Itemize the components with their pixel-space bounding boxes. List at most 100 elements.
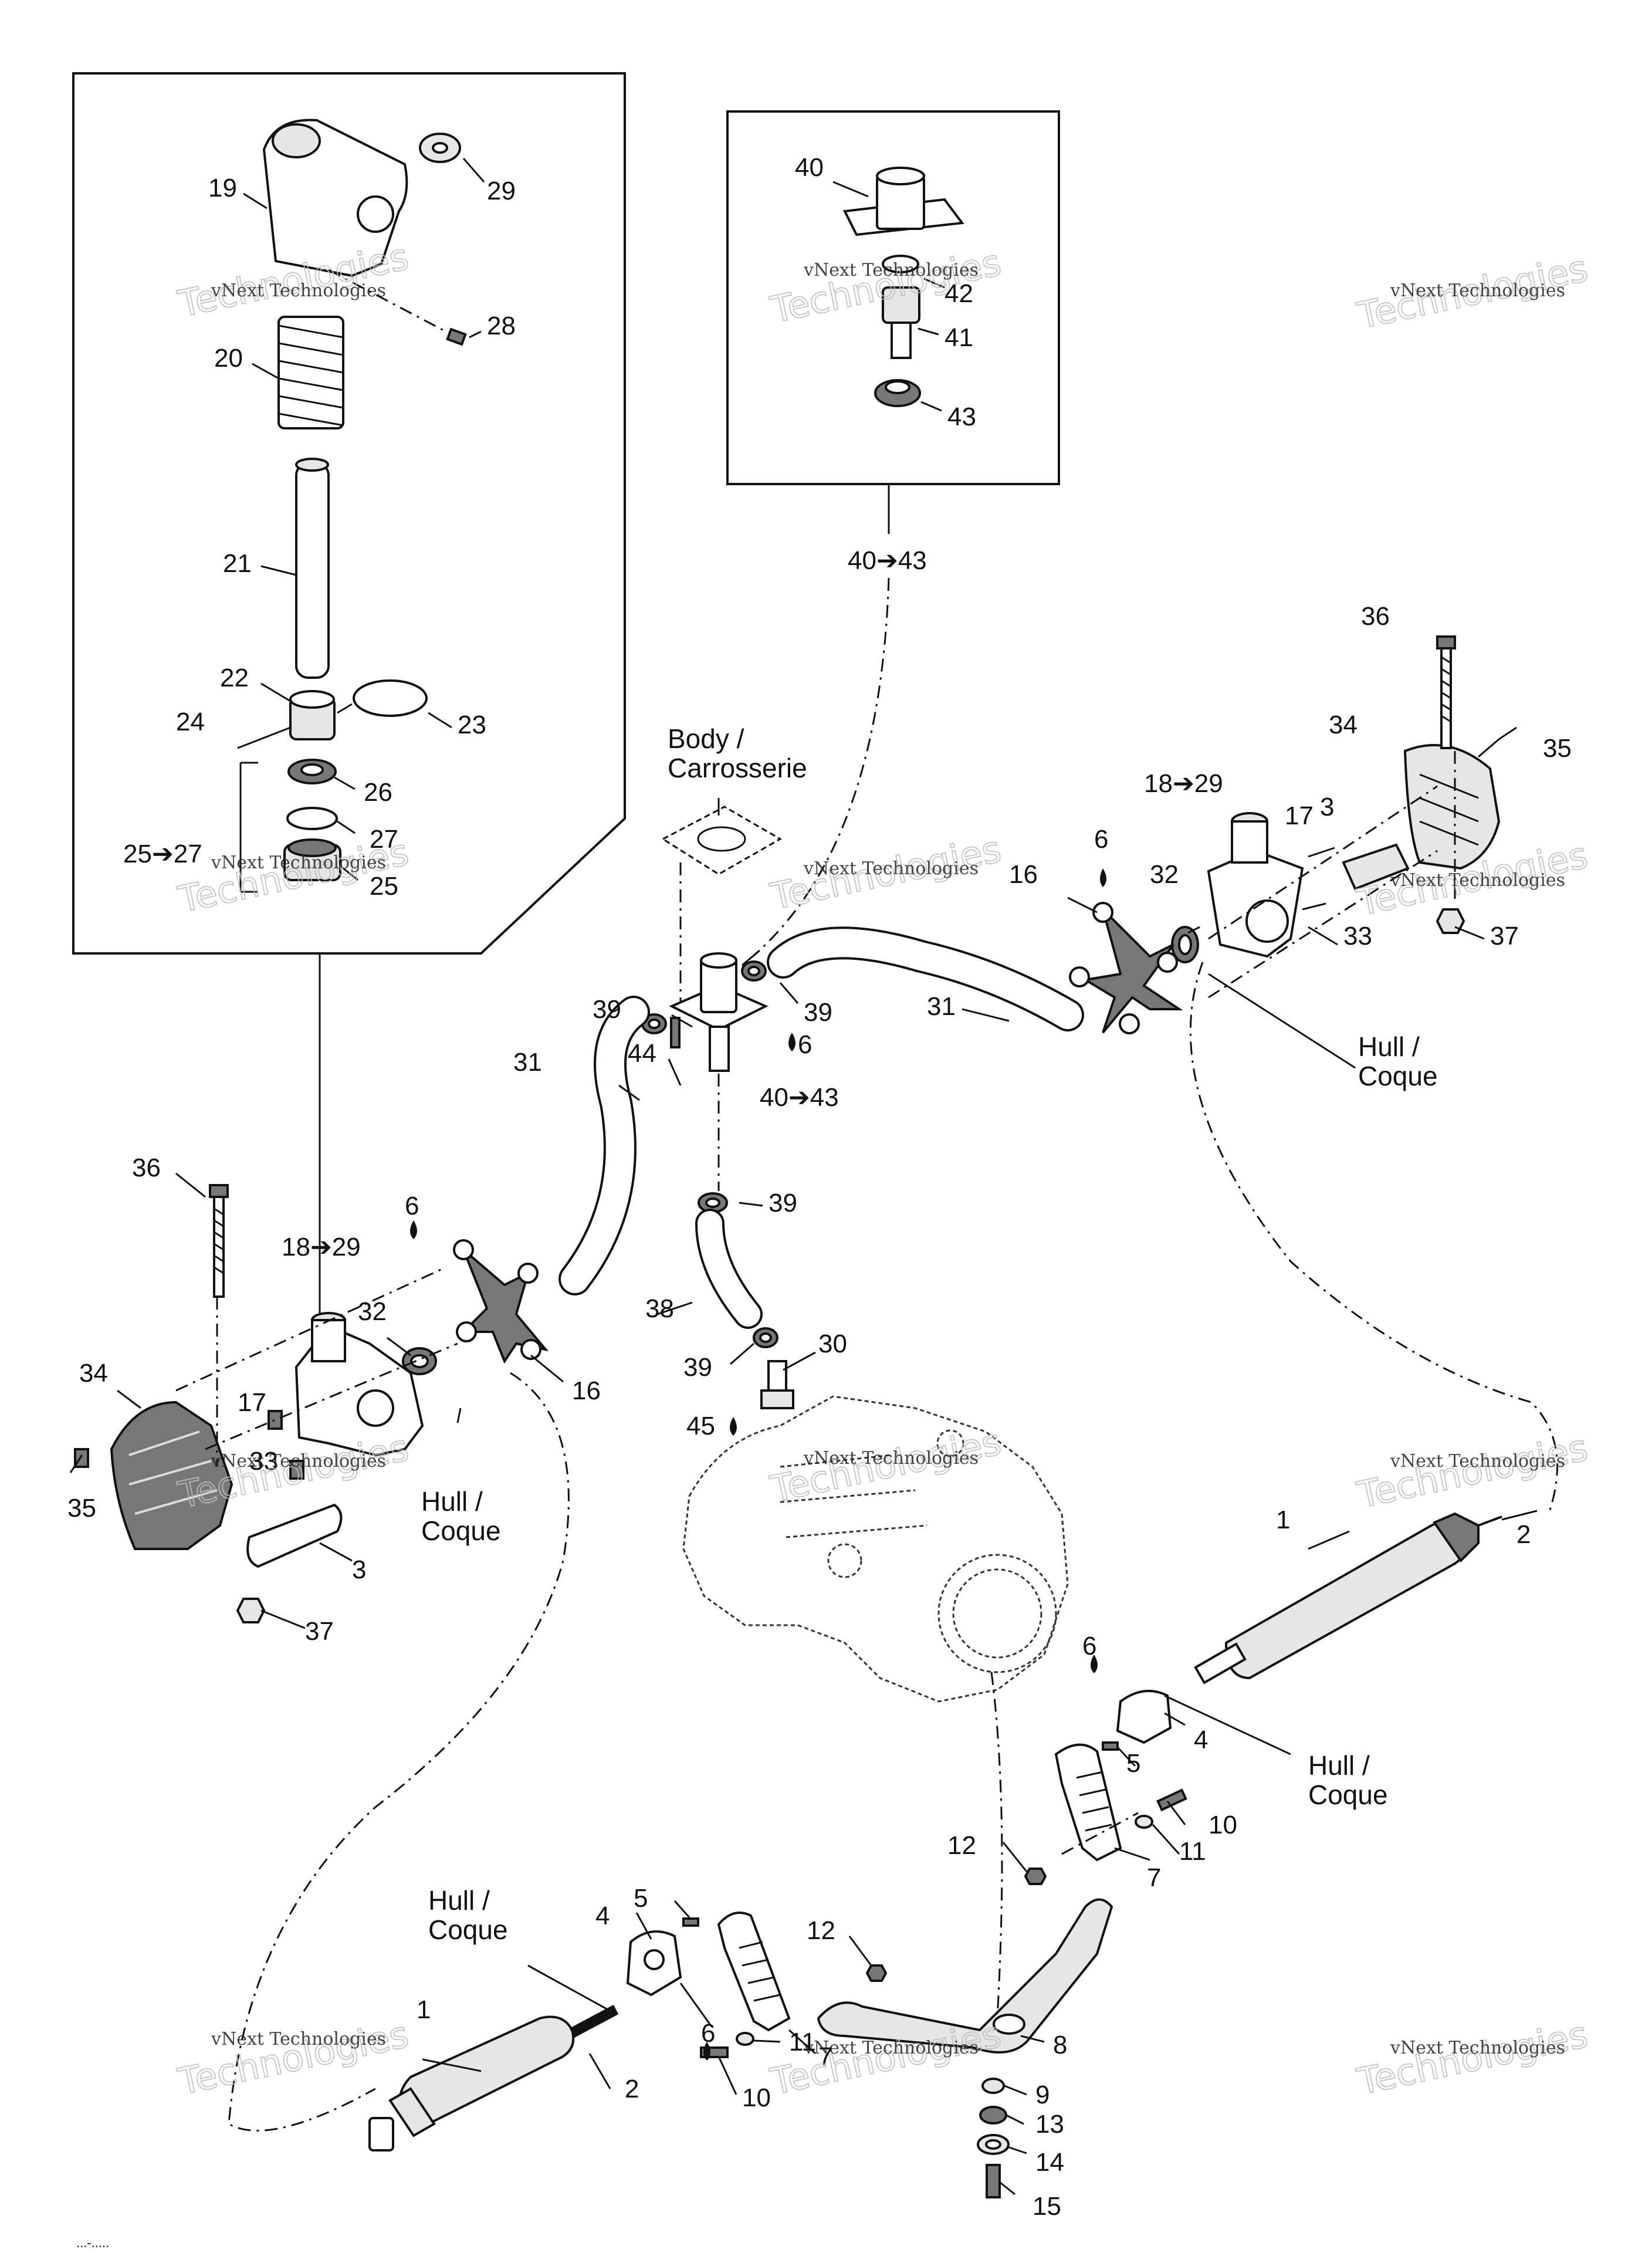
callout-25-27: 25➔27 (123, 840, 202, 868)
screw-28 (446, 327, 467, 346)
seal-32-right (1171, 926, 1199, 963)
note-hull-bottom-left-1: Hull / (428, 1885, 490, 1916)
bolt-36-right (1436, 635, 1456, 749)
cable-1-right (1194, 1512, 1502, 1684)
callout-28: 28 (487, 312, 516, 340)
screw-33-left (289, 1460, 304, 1480)
callout-32-right: 32 (1150, 860, 1179, 889)
o-ring-23 (353, 679, 428, 717)
nut-25 (283, 838, 341, 881)
screw-17-left (268, 1410, 283, 1430)
callout-34-left: 34 (79, 1359, 108, 1388)
callout-42: 42 (945, 279, 973, 308)
note-hull-mid-left-1: Hull / (421, 1486, 483, 1517)
callout-31-right: 31 (927, 992, 956, 1021)
lever-8-crossbar (817, 1898, 1113, 2054)
callout-16-left: 16 (572, 1376, 601, 1405)
callout-6-bottom: 6 (701, 2019, 715, 2048)
callout-16-right: 16 (1009, 860, 1038, 889)
drawing-number: ...-..... (76, 2235, 109, 2250)
pin-24 (237, 726, 291, 749)
callout-1-right: 1 (1276, 1506, 1290, 1534)
callout-12-right: 12 (947, 1831, 976, 1860)
note-hull-low-right-2: Coque (1308, 1780, 1388, 1810)
washer-29 (419, 133, 461, 163)
nut-12-left (865, 1964, 888, 1982)
oil-drop-icon (410, 868, 1106, 2061)
center-steering-post (669, 952, 769, 1072)
washer-11-left (736, 2032, 754, 2046)
callout-6-center: 6 (798, 1030, 812, 1059)
callout-6-left: 6 (405, 1192, 419, 1220)
callout-39-d: 39 (683, 1353, 712, 1382)
svg-text:vNext Technologies: vNext Technologies (211, 280, 386, 301)
callout-6-right: 6 (1094, 825, 1108, 854)
callout-11-right: 11 (1179, 1837, 1206, 1866)
callout-22: 22 (220, 664, 249, 692)
callout-8: 8 (1053, 2031, 1067, 2059)
callout-30: 30 (818, 1330, 847, 1358)
svg-text:vNext Technologies: vNext Technologies (1390, 870, 1565, 891)
note-hull-mid-left-2: Coque (421, 1515, 501, 1546)
callout-41: 41 (945, 323, 973, 352)
callout-37-right: 37 (1490, 922, 1519, 950)
callout-25: 25 (370, 872, 398, 901)
spider-16-right (1069, 902, 1183, 1034)
callout-43: 43 (947, 402, 976, 431)
svg-text:vNext Technologies: vNext Technologies (1390, 2038, 1565, 2058)
screw-5-right (1102, 1741, 1119, 1751)
callout-36-right: 36 (1361, 602, 1390, 631)
washer-13 (979, 2106, 1007, 2125)
steering-housing-right (1207, 812, 1304, 958)
callout-12-left: 12 (807, 1916, 835, 1945)
clamp-39-b (641, 1013, 667, 1034)
dashed-cable-right (1189, 962, 1558, 1514)
callout-11-left: 11 (789, 2028, 816, 2056)
ring-42 (882, 255, 919, 273)
cable-1-left (368, 2005, 619, 2151)
lever-7-left (717, 1912, 791, 2032)
callout-13: 13 (1035, 2110, 1064, 2139)
bolt-36-left (209, 1184, 229, 1298)
callout-18-29-left: 18➔29 (282, 1233, 361, 1261)
ring-27 (286, 807, 338, 830)
callout-33-left: 33 (249, 1447, 278, 1476)
callout-24: 24 (176, 708, 205, 736)
callout-5-left: 5 (634, 1884, 648, 1913)
callout-17-right: 17 (1285, 801, 1314, 830)
callout-35-right: 35 (1543, 734, 1572, 763)
shaft-41 (882, 286, 920, 359)
callout-14: 14 (1035, 2148, 1064, 2177)
cover-34-right (1403, 744, 1501, 870)
callout-21: 21 (223, 549, 252, 578)
inset-frame-top (726, 110, 1060, 485)
svg-text:vNext Technologies: vNext Technologies (211, 1451, 386, 1471)
callout-29: 29 (487, 177, 516, 205)
callout-39-a: 39 (593, 995, 621, 1024)
svg-text:vNext Technologies: vNext Technologies (803, 2038, 979, 2058)
cover-34-left (110, 1400, 233, 1550)
svg-text:vNext Technologies: vNext Technologies (1390, 280, 1565, 301)
arm-3-right (1342, 843, 1410, 891)
dashed-cable-left (228, 1372, 570, 2132)
arm-3-left (246, 1503, 343, 1568)
svg-text:vNext Technologies: vNext Technologies (211, 2029, 386, 2049)
note-hull-bottom-left-2: Coque (428, 1914, 508, 1945)
rod-21 (295, 458, 330, 679)
screw-5-left (682, 1917, 699, 1927)
washer-11-right (1135, 1815, 1153, 1829)
note-hull-low-right-1: Hull / (1308, 1750, 1370, 1781)
callout-37-left: 37 (305, 1617, 334, 1646)
steering-post-40 (842, 167, 964, 236)
mount-4-right (1116, 1690, 1172, 1744)
callout-35-left: 35 (67, 1494, 96, 1523)
nut-37-left (236, 1598, 266, 1623)
callout-9: 9 (1035, 2081, 1050, 2109)
note-hull-top-right-2: Coque (1358, 1061, 1438, 1091)
lever-7-right (1054, 1743, 1122, 1862)
steering-housing-left (294, 1312, 424, 1457)
inset-frame-left (72, 72, 626, 955)
steering-housing-19 (262, 119, 408, 278)
jet-pump-housing (682, 1395, 1069, 1703)
